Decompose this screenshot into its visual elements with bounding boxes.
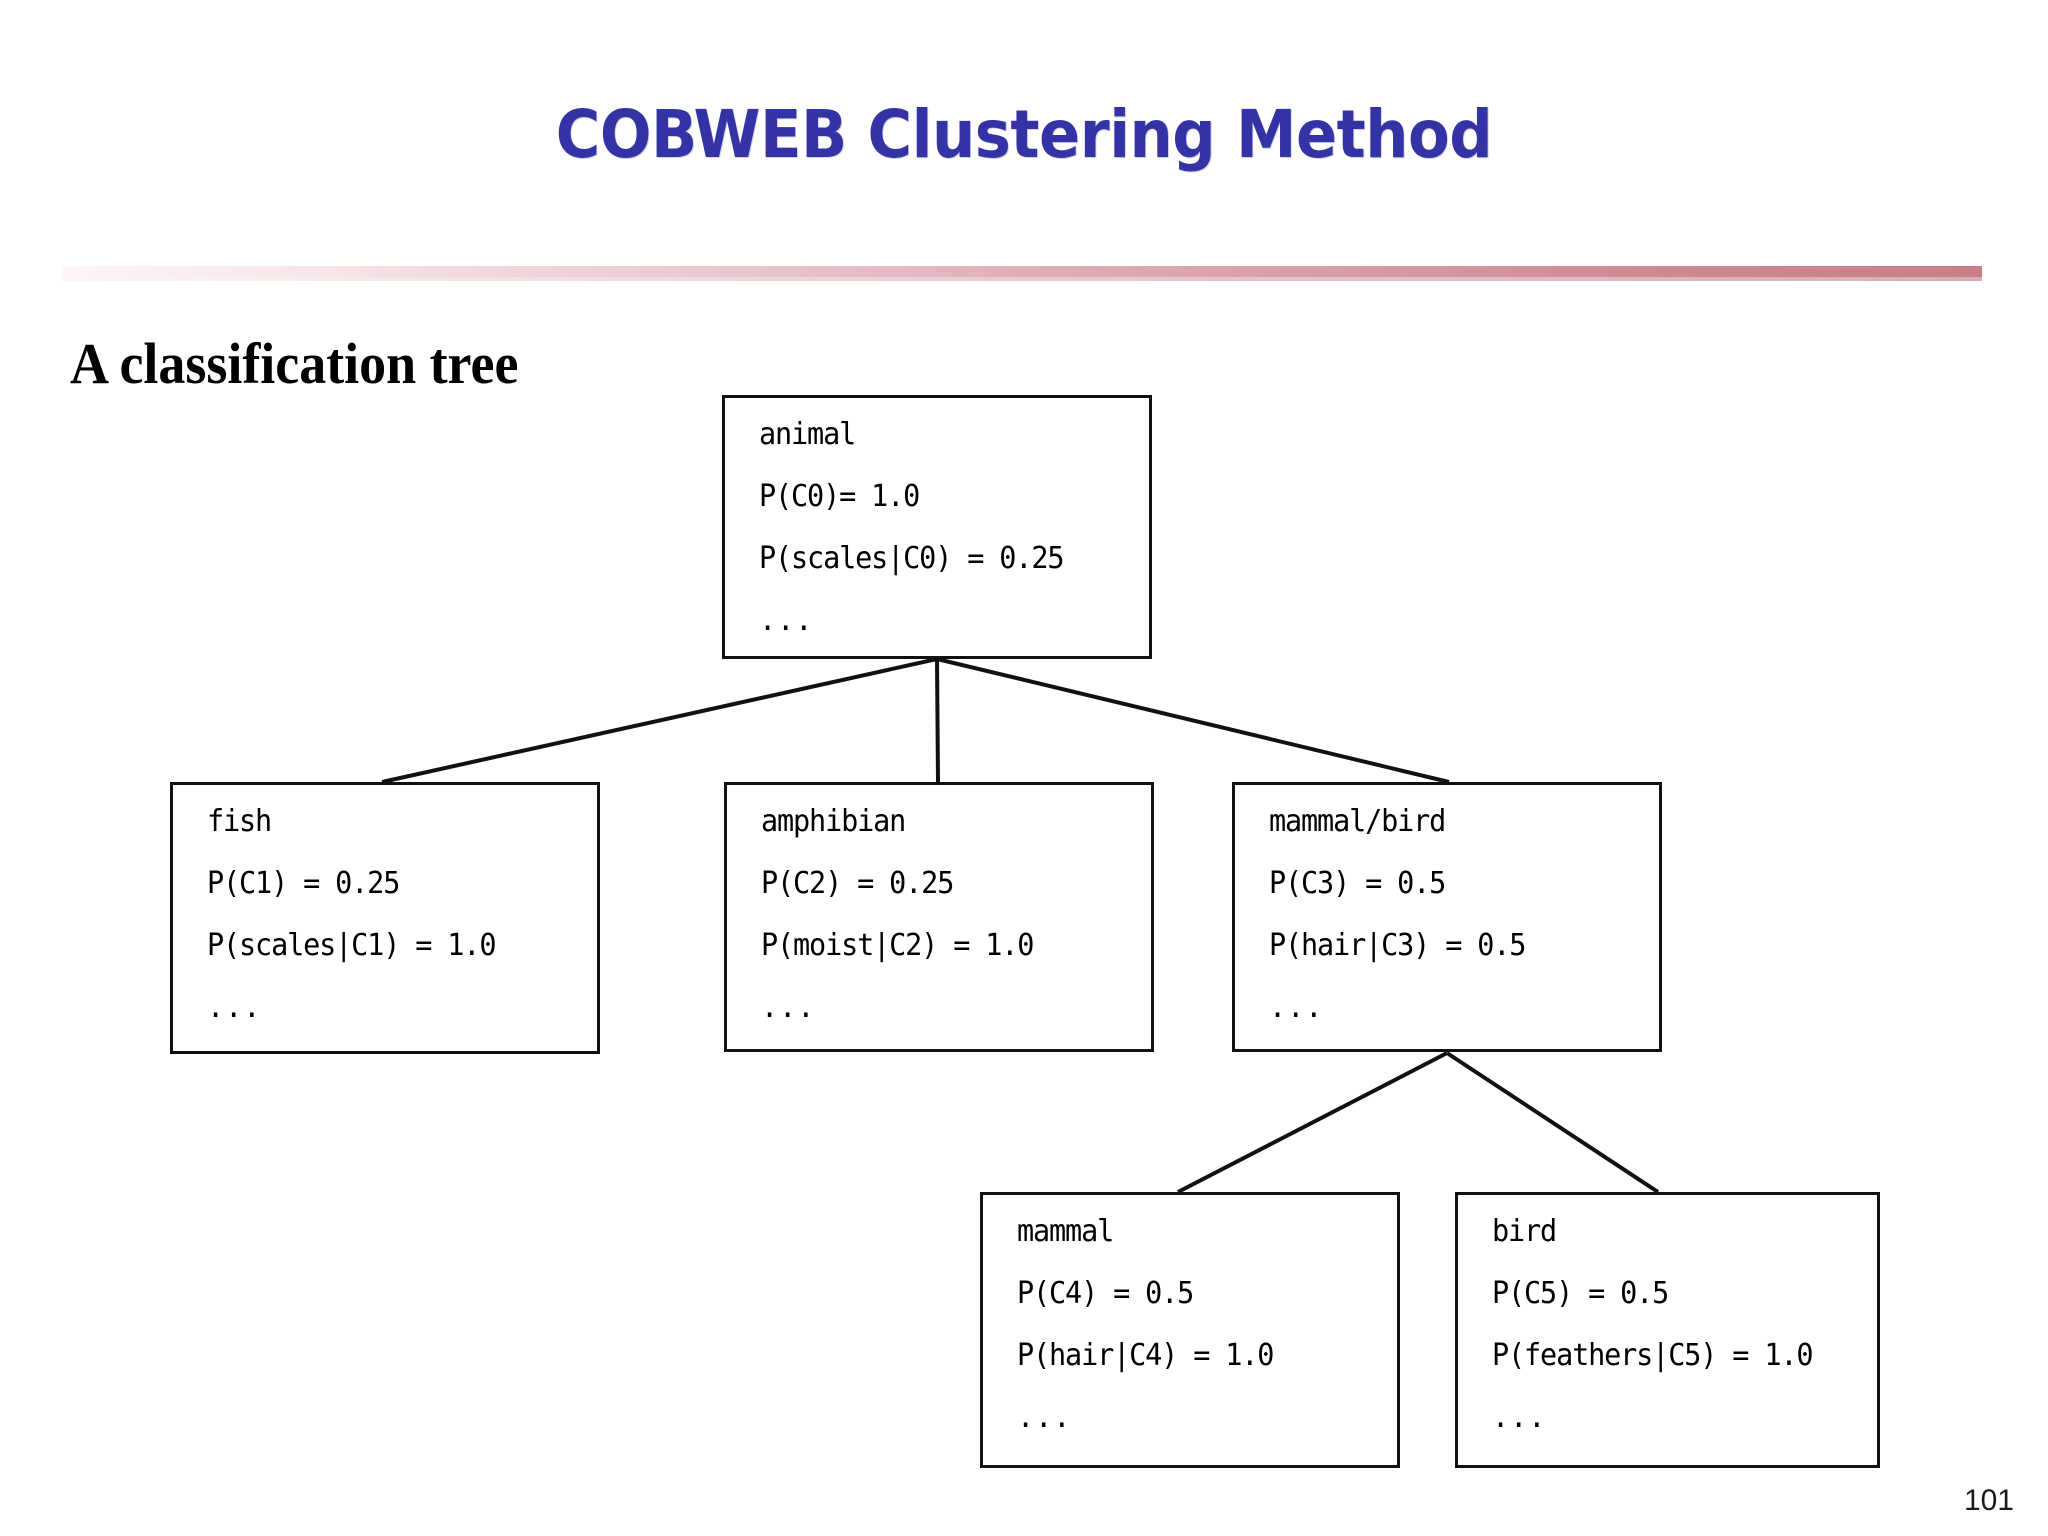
node-fish-label: fish [207, 804, 272, 839]
edge-c0-c2 [935, 658, 940, 783]
node-animal-label: animal [759, 417, 856, 452]
node-amphibian-conditional: P(moist|C2) = 1.0 [761, 928, 1034, 963]
node-animal-prior: P(C0)= 1.0 [759, 479, 920, 514]
node-mammal-bird-conditional: P(hair|C3) = 0.5 [1269, 928, 1526, 963]
node-mammal-bird-label: mammal/bird [1269, 804, 1446, 839]
tree-node-bird[interactable]: bird P(C5) = 0.5 P(feathers|C5) = 1.0 ..… [1455, 1192, 1880, 1468]
node-mammal-prior: P(C4) = 0.5 [1017, 1276, 1194, 1311]
node-bird-label: bird [1492, 1214, 1557, 1249]
node-mammal-conditional: P(hair|C4) = 1.0 [1017, 1338, 1274, 1373]
node-mammal-bird-ellipsis: ... [1269, 990, 1324, 1025]
tree-node-mammal-bird[interactable]: mammal/bird P(C3) = 0.5 P(hair|C3) = 0.5… [1232, 782, 1662, 1052]
node-mammal-bird-prior: P(C3) = 0.5 [1269, 866, 1446, 901]
edge-c3-c4 [1177, 1051, 1448, 1194]
tree-node-animal[interactable]: animal P(C0)= 1.0 P(scales|C0) = 0.25 ..… [722, 395, 1152, 659]
node-bird-prior: P(C5) = 0.5 [1492, 1276, 1669, 1311]
node-amphibian-ellipsis: ... [761, 990, 816, 1025]
edge-c3-c5 [1445, 1051, 1660, 1194]
page-title: COBWEB Clustering Method [555, 96, 1493, 173]
tree-node-fish[interactable]: fish P(C1) = 0.25 P(scales|C1) = 1.0 ... [170, 782, 600, 1054]
page-number: 101 [1963, 1484, 2014, 1517]
node-bird-ellipsis: ... [1492, 1400, 1547, 1435]
section-heading: A classification tree [70, 331, 519, 396]
node-animal-conditional: P(scales|C0) = 0.25 [759, 541, 1064, 576]
node-amphibian-label: amphibian [761, 804, 906, 839]
node-fish-prior: P(C1) = 0.25 [207, 866, 400, 901]
edge-c0-c1 [381, 657, 938, 784]
node-animal-ellipsis: ... [759, 603, 814, 638]
node-amphibian-prior: P(C2) = 0.25 [761, 866, 954, 901]
node-mammal-ellipsis: ... [1017, 1400, 1072, 1435]
node-fish-ellipsis: ... [207, 990, 262, 1025]
edge-c0-c3 [936, 657, 1450, 784]
node-bird-conditional: P(feathers|C5) = 1.0 [1492, 1338, 1814, 1373]
title-divider-shadow [62, 277, 1982, 281]
title-divider-rule [62, 266, 1982, 277]
node-mammal-label: mammal [1017, 1214, 1114, 1249]
tree-node-amphibian[interactable]: amphibian P(C2) = 0.25 P(moist|C2) = 1.0… [724, 782, 1154, 1052]
tree-node-mammal[interactable]: mammal P(C4) = 0.5 P(hair|C4) = 1.0 ... [980, 1192, 1400, 1468]
node-fish-conditional: P(scales|C1) = 1.0 [207, 928, 496, 963]
